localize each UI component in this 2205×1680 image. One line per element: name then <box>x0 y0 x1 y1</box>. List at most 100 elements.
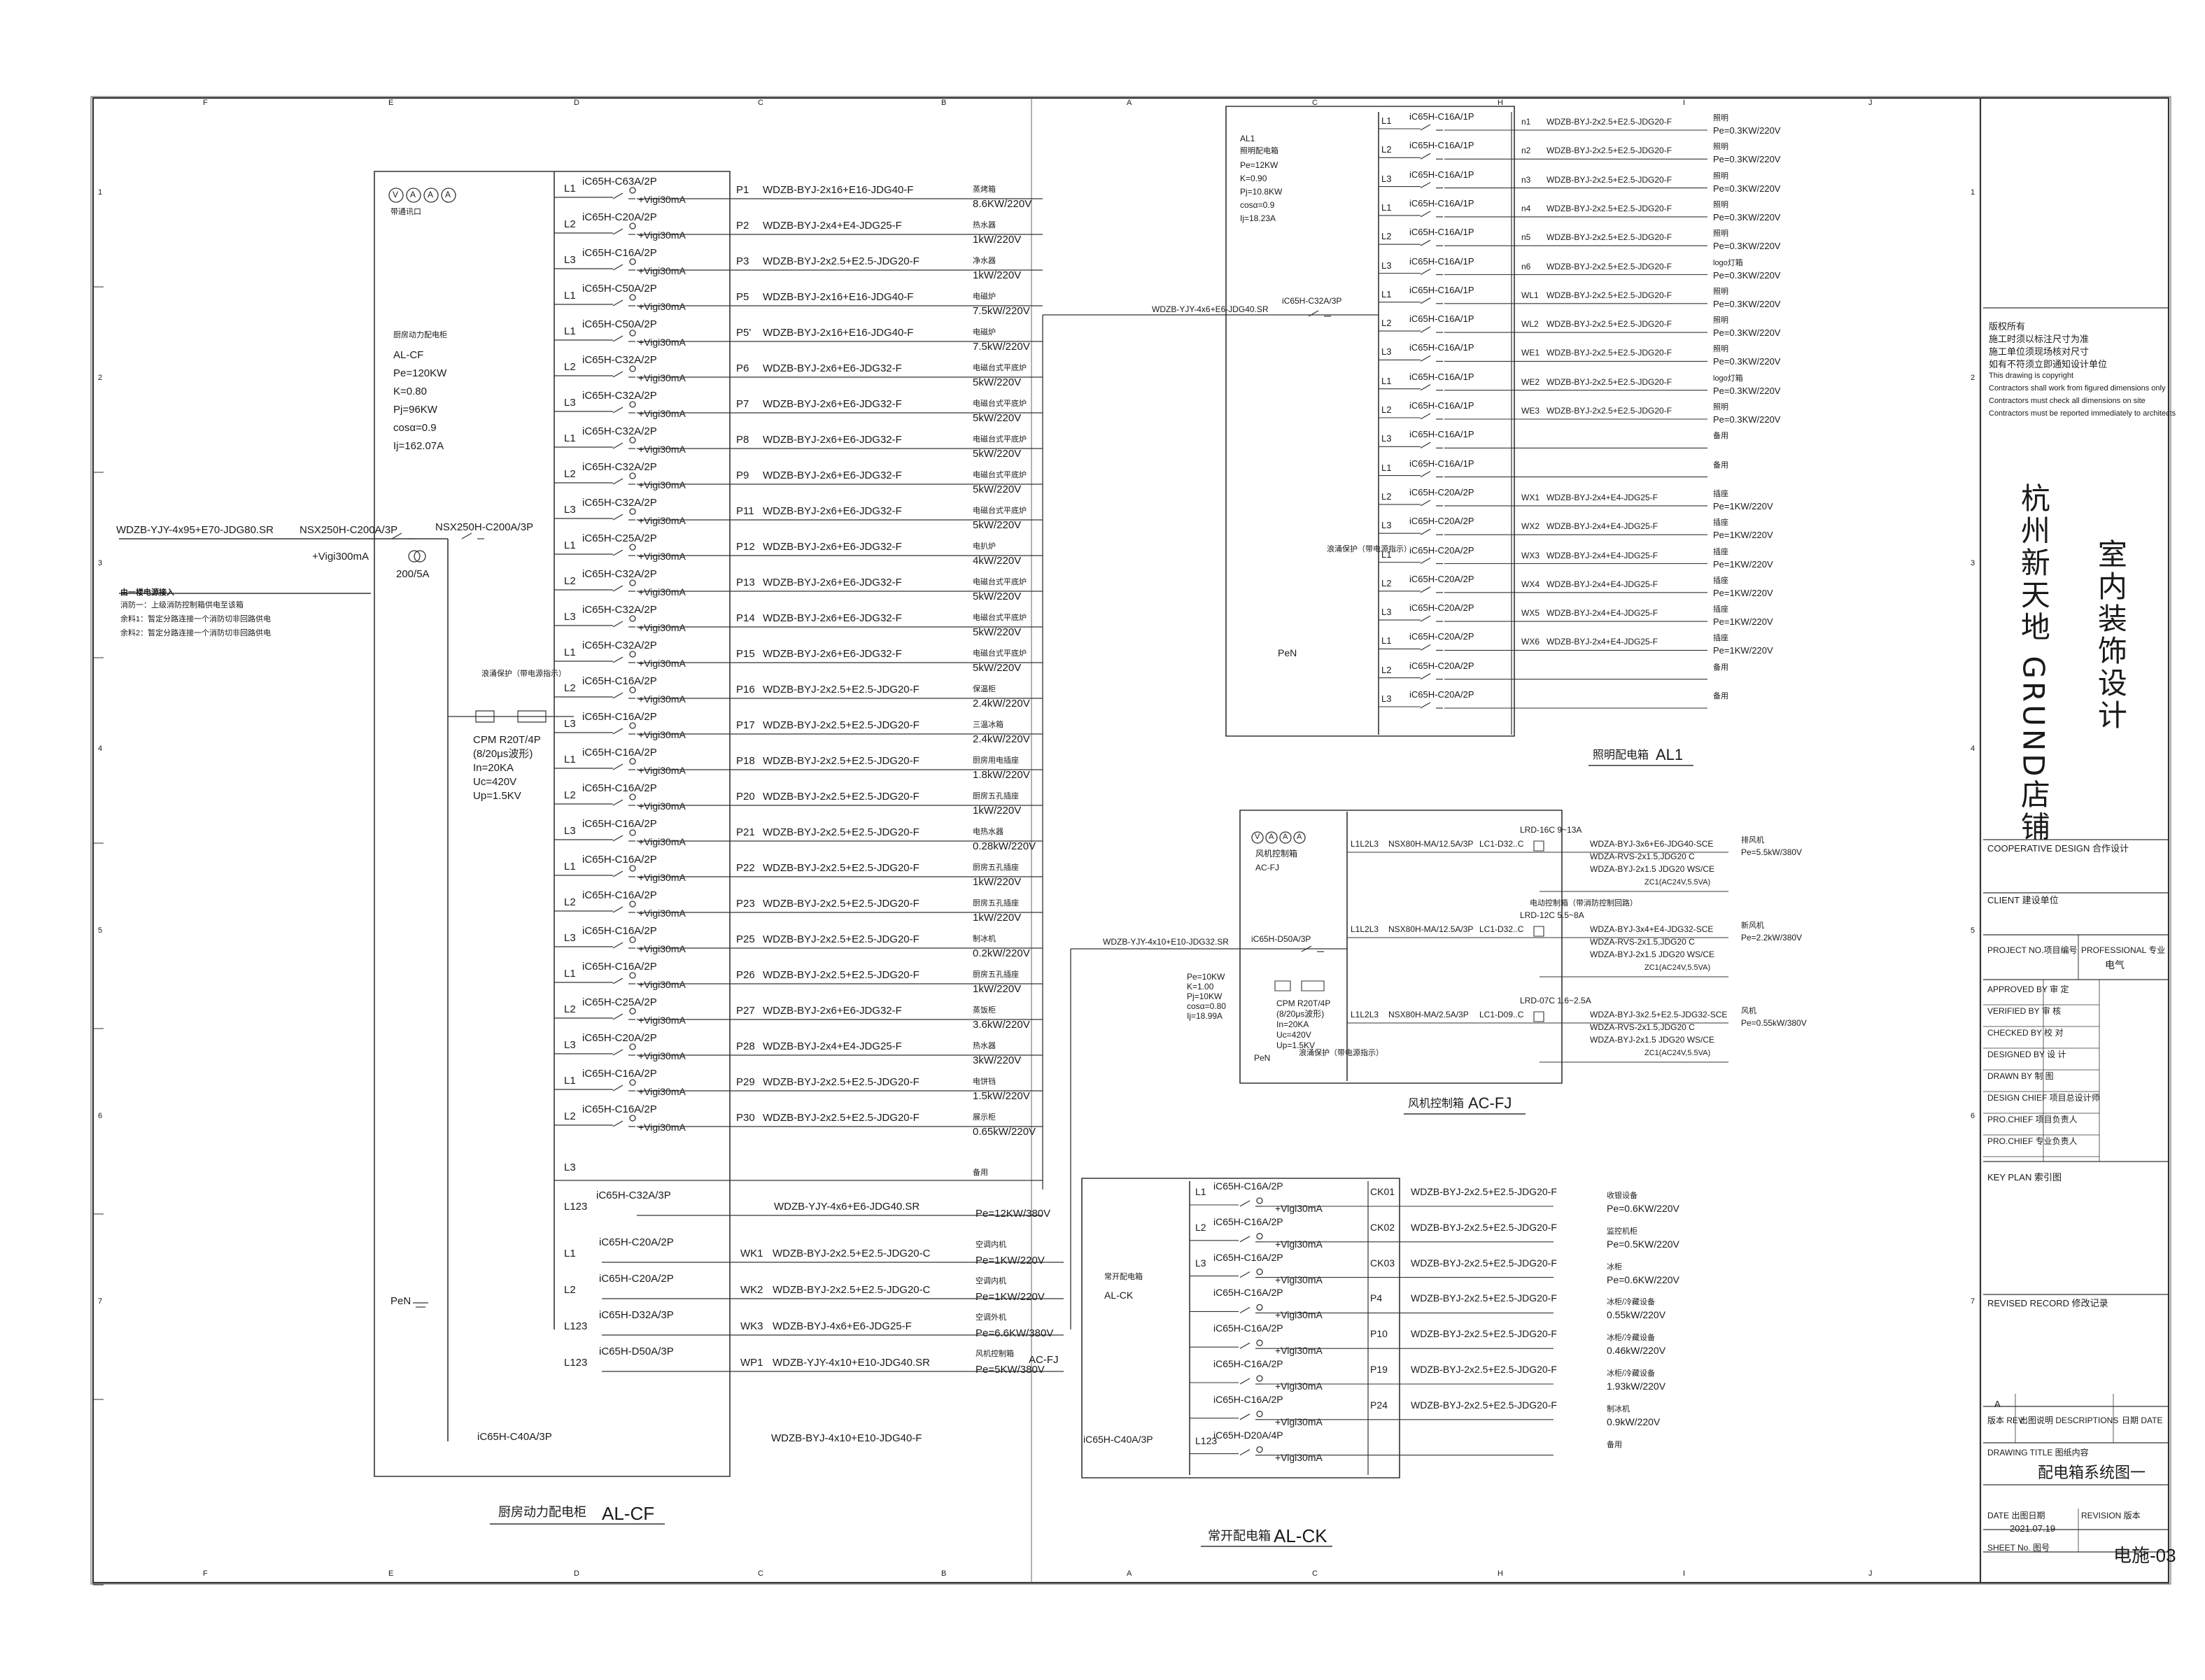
circuit-phase: L2 <box>564 1003 576 1015</box>
grid-column-top: E <box>388 99 394 107</box>
circuit-vigi: +Vigi30mA <box>638 693 686 705</box>
circuit-cable: WDZB-BYJ-2x2.5+E2.5-JDG20-C <box>773 1284 931 1296</box>
circuit-cable: WDZB-BYJ-2x2.5+E2.5-JDG20-F <box>1411 1364 1557 1375</box>
circuit-cable: WDZB-BYJ-2x4+E4-JDG25-F <box>763 1040 902 1052</box>
panel-title: 风机控制箱 <box>1408 1098 1465 1110</box>
circuit-cable: WDZB-YJY-4x6+E6-JDG40.SR <box>774 1201 920 1213</box>
circuit-cable: WDZB-BYJ-2x4+E4-JDG25-F <box>1547 579 1658 589</box>
meter-circle <box>389 188 403 202</box>
circuit-vigi: +Vigi30mA <box>638 979 686 990</box>
rcd-symbol <box>1257 1304 1262 1310</box>
panel-code: AL-CK <box>1274 1525 1327 1546</box>
rev-col: 出图说明 DESCRIPTIONS <box>2020 1416 2119 1425</box>
circuit-use: 保温柜 <box>973 685 996 693</box>
meter-letter: A <box>1297 833 1302 841</box>
main-breaker-label: NSX250H-C200A/3P <box>300 524 398 536</box>
circuit-phase: L1 <box>564 861 576 873</box>
circuit-id: P30 <box>736 1112 755 1124</box>
rcd-symbol <box>630 473 635 479</box>
circuit-id: n2 <box>1521 146 1531 156</box>
circuit-use: logo灯箱 <box>1713 374 1743 383</box>
key-plan-label: KEY PLAN 索引图 <box>1987 1172 2062 1183</box>
circuit-power: Pe=5KW/380V <box>975 1364 1045 1376</box>
ac-fj-info: 风机控制箱 <box>1255 849 1298 859</box>
outer-frame <box>93 98 2169 1583</box>
circuit-use: 备用 <box>1713 692 1728 700</box>
circuit-breaker: iC65H-C50A/2P <box>582 318 657 330</box>
rcd-symbol <box>630 1115 635 1121</box>
rev-col: 日期 DATE <box>2122 1416 2163 1425</box>
al1-main-breaker: iC65H-C32A/3P <box>1282 296 1342 306</box>
vigi-label: +Vigi300mA <box>312 551 369 563</box>
grid-row-left: 7 <box>98 1297 103 1306</box>
al-cf-load-info: Pe=120KW <box>393 367 447 379</box>
spd-spec: In=20KA <box>1276 1019 1309 1029</box>
circuit-switch <box>613 336 623 341</box>
circuit-breaker: iC65H-C16A/2P <box>1213 1358 1283 1369</box>
circuit-cable: WDZB-BYJ-2x2.5+E2.5-JDG20-F <box>1411 1221 1557 1233</box>
issue-date: 2021.07.19 <box>2010 1523 2056 1534</box>
circuit-power: Pe=0.3KW/220V <box>1713 211 1781 223</box>
circuit-phase: L3 <box>564 397 576 409</box>
date-label: DATE 出图日期 <box>1987 1511 2045 1520</box>
al-cf-enclosure <box>374 171 730 1476</box>
ac-fj-load-info: K=1.00 <box>1187 982 1214 991</box>
meter-circle <box>424 188 438 202</box>
circuit-use: 热水器 <box>973 221 996 230</box>
circuit-switch <box>613 443 623 449</box>
circuit-power: 7.5kW/220V <box>973 305 1030 317</box>
grid-column-bottom: I <box>1683 1569 1686 1578</box>
ac-fj-info: AC-FJ <box>1255 863 1279 873</box>
circuit-power: Pe=0.3KW/220V <box>1713 414 1781 425</box>
rcd-symbol <box>1257 1447 1262 1453</box>
rev-col: 版本 REV <box>1987 1416 2024 1425</box>
circuit-phase: L1 <box>564 290 576 302</box>
circuit-id: P5' <box>736 327 752 339</box>
circuit-switch <box>613 764 623 770</box>
circuit-cable: WDZB-BYJ-2x2.5+E2.5-JDG20-F <box>763 719 920 731</box>
grid-row-right: 5 <box>1971 926 1975 935</box>
grid-column-top: J <box>1868 99 1873 107</box>
rcd-symbol <box>630 866 635 871</box>
drawing-title-label: DRAWING TITLE 图纸内容 <box>1987 1448 2089 1457</box>
circuit-breaker: iC65H-C16A/1P <box>1409 169 1474 180</box>
circuit-use: 空调外机 <box>975 1313 1006 1322</box>
circuit-breaker: iC65H-C20A/2P <box>1409 689 1474 700</box>
circuit-cable: WDZB-BYJ-2x2.5+E2.5-JDG20-F <box>763 684 920 696</box>
circuit-phase: L123 <box>564 1201 588 1213</box>
al-ck-info: AL-CK <box>1104 1290 1134 1301</box>
al-ck-info: 常开配电箱 <box>1104 1273 1143 1281</box>
circuit-switch <box>1421 153 1430 159</box>
grid-column-bottom: E <box>388 1569 394 1578</box>
circuit-use: 插座 <box>1713 634 1728 643</box>
circuit-cable: WDZB-BYJ-2x2.5+E2.5-JDG20-F <box>763 826 920 838</box>
circuit-phase: L2 <box>564 682 576 694</box>
circuit-breaker: iC65H-C16A/1P <box>1409 197 1474 209</box>
role-label: VERIFIED BY 审 核 <box>1987 1006 2062 1016</box>
drawing-title: 配电箱系统图一 <box>2038 1464 2146 1481</box>
circuit-phase: L1 <box>564 1248 576 1259</box>
circuit-phase: L2 <box>564 361 576 373</box>
spd-label: 浪涌保护（带电源指示） <box>481 670 566 678</box>
meter-letter: A <box>428 190 434 199</box>
ct-symbol <box>409 551 420 562</box>
circuit-switch <box>1421 703 1430 708</box>
ctl-note: 电动控制箱（带消防控制回路） <box>1530 899 1637 908</box>
circuit-cable: WDZB-YJY-4x10+E10-JDG40.SR <box>773 1357 930 1369</box>
al-cf-load-info: K=0.80 <box>393 386 427 397</box>
pen-label: PeN <box>1278 647 1297 658</box>
grid-row-left: 6 <box>98 1112 103 1120</box>
circuit-cable: WDZB-BYJ-2x2.5+E2.5-JDG20-F <box>1547 232 1672 243</box>
motor-breaker: NSX80H-MA/2.5A/3P <box>1388 1010 1469 1019</box>
al1-load-info: AL1 <box>1240 134 1255 143</box>
relay-symbol <box>1534 1012 1544 1022</box>
grid-column-top: D <box>574 99 579 107</box>
circuit-breaker: iC65H-C16A/1P <box>1409 140 1474 151</box>
rcd-symbol <box>630 437 635 443</box>
circuit-id: P15 <box>736 648 755 660</box>
circuit-use: 制冰机 <box>973 935 996 943</box>
circuit-cable: WDZB-BYJ-2x6+E6-JDG32-F <box>763 612 902 624</box>
circuit-breaker: iC65H-C16A/2P <box>582 818 657 830</box>
circuit-use: 电磁台式平底炉 <box>973 400 1027 408</box>
